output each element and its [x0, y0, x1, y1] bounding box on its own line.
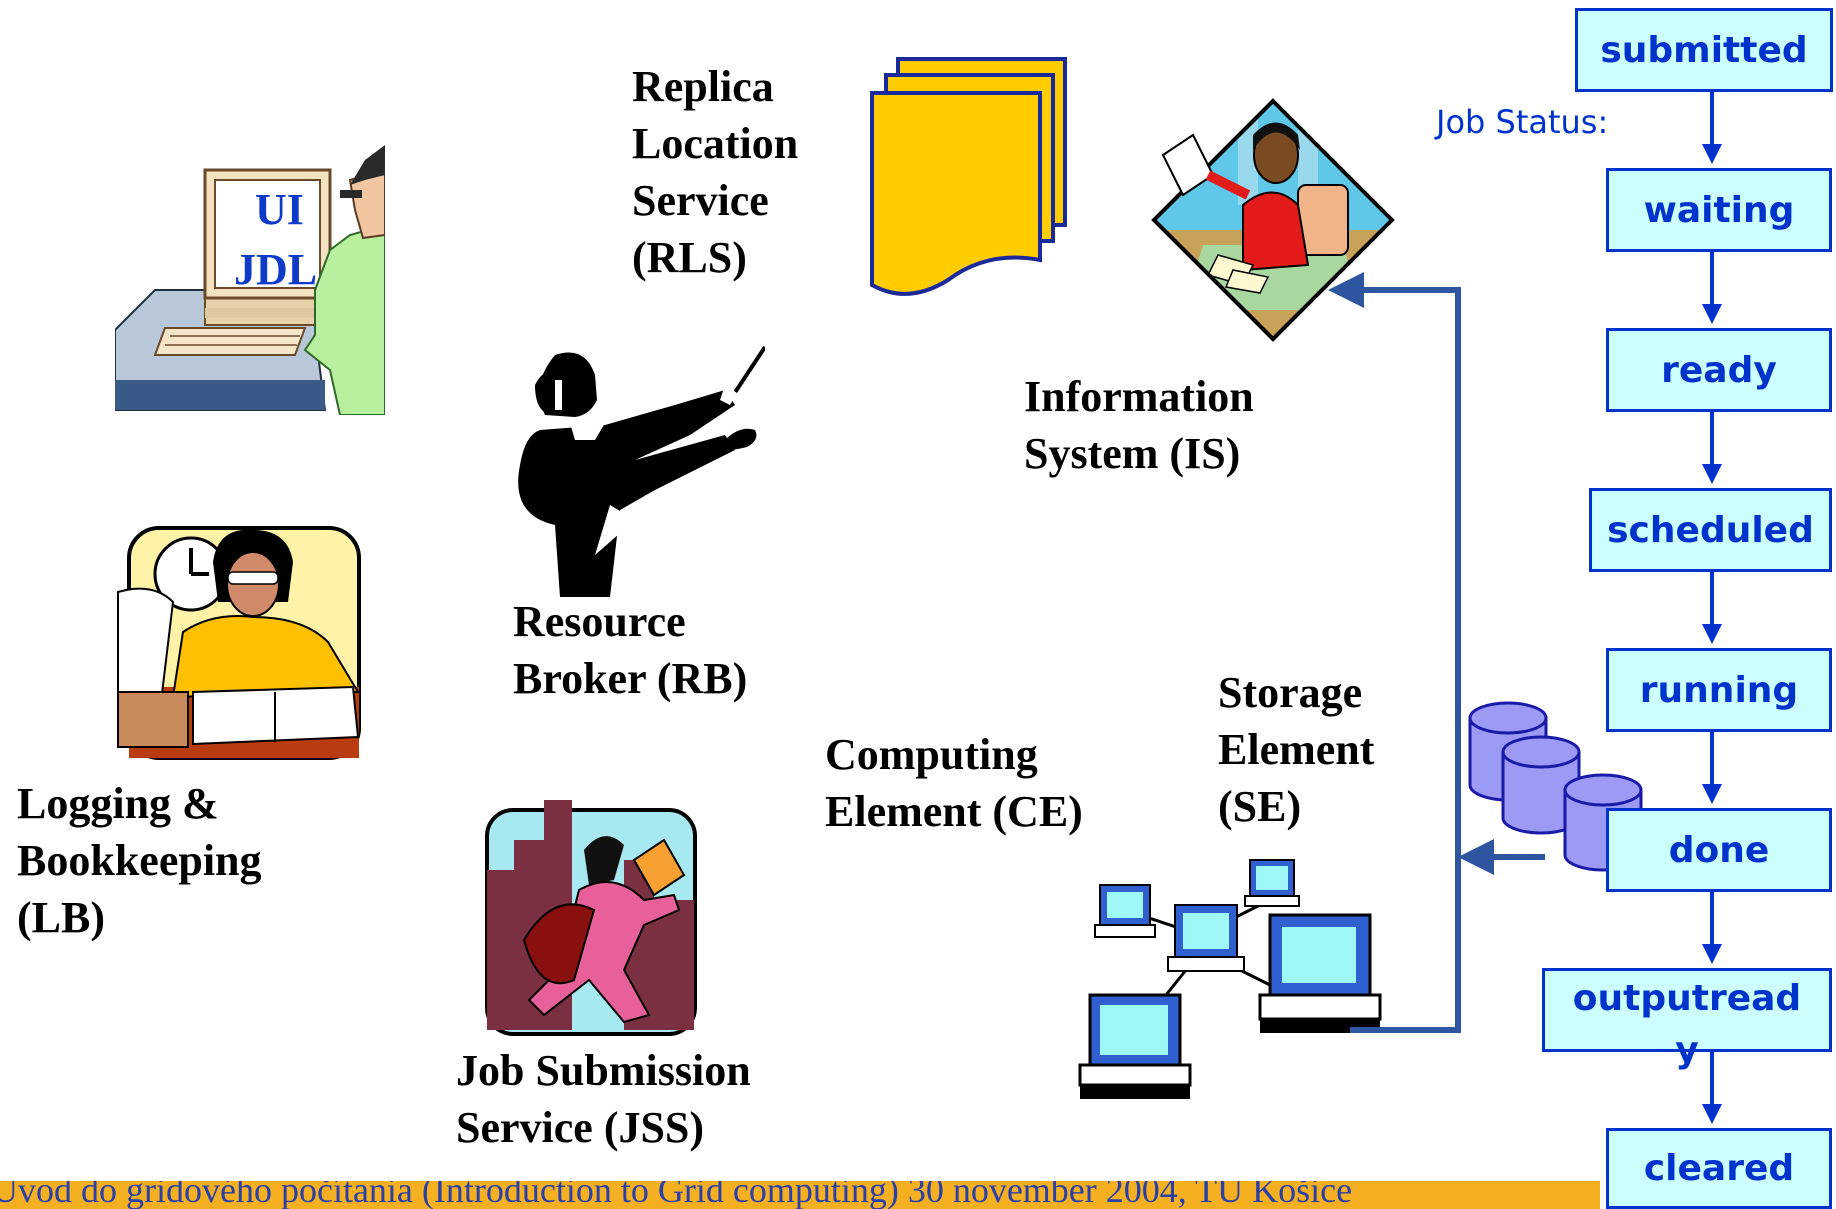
- status-scheduled: scheduled: [1589, 488, 1832, 572]
- ce-label: Computing Element (CE): [825, 730, 1083, 836]
- rls-label: Replica Location Service (RLS): [632, 62, 799, 282]
- status-cleared: cleared: [1606, 1128, 1832, 1209]
- status-done: done: [1606, 808, 1832, 892]
- computer-network-icon: [1078, 859, 1382, 1099]
- jdl-label: JDL: [234, 245, 318, 294]
- is-label: Information System (IS): [1024, 372, 1254, 478]
- ui-label: UI: [255, 185, 304, 234]
- user-at-computer-icon: [115, 145, 385, 415]
- job-status-title: Job Status:: [1436, 103, 1609, 141]
- lb-label: Logging & Bookkeeping (LB): [17, 779, 262, 942]
- bookkeeper-icon: [117, 526, 361, 760]
- courier-icon: [485, 800, 697, 1036]
- footer-bar: Úvod do gridového počítania (Introductio…: [0, 1181, 1600, 1209]
- status-outputready: outputread y: [1542, 968, 1832, 1071]
- jss-label: Job Submission Service (JSS): [456, 1046, 751, 1152]
- status-submitted: submitted: [1575, 8, 1833, 92]
- status-waiting: waiting: [1606, 168, 1832, 252]
- status-running: running: [1606, 648, 1832, 732]
- rb-label: Resource Broker (RB): [513, 597, 748, 703]
- footer-text: Úvod do gridového počítania (Introductio…: [0, 1181, 1353, 1209]
- status-ready: ready: [1606, 328, 1832, 412]
- documents-stack-icon: [870, 57, 1067, 296]
- se-label: Storage Element (SE): [1218, 668, 1375, 831]
- conductor-icon: [518, 345, 765, 597]
